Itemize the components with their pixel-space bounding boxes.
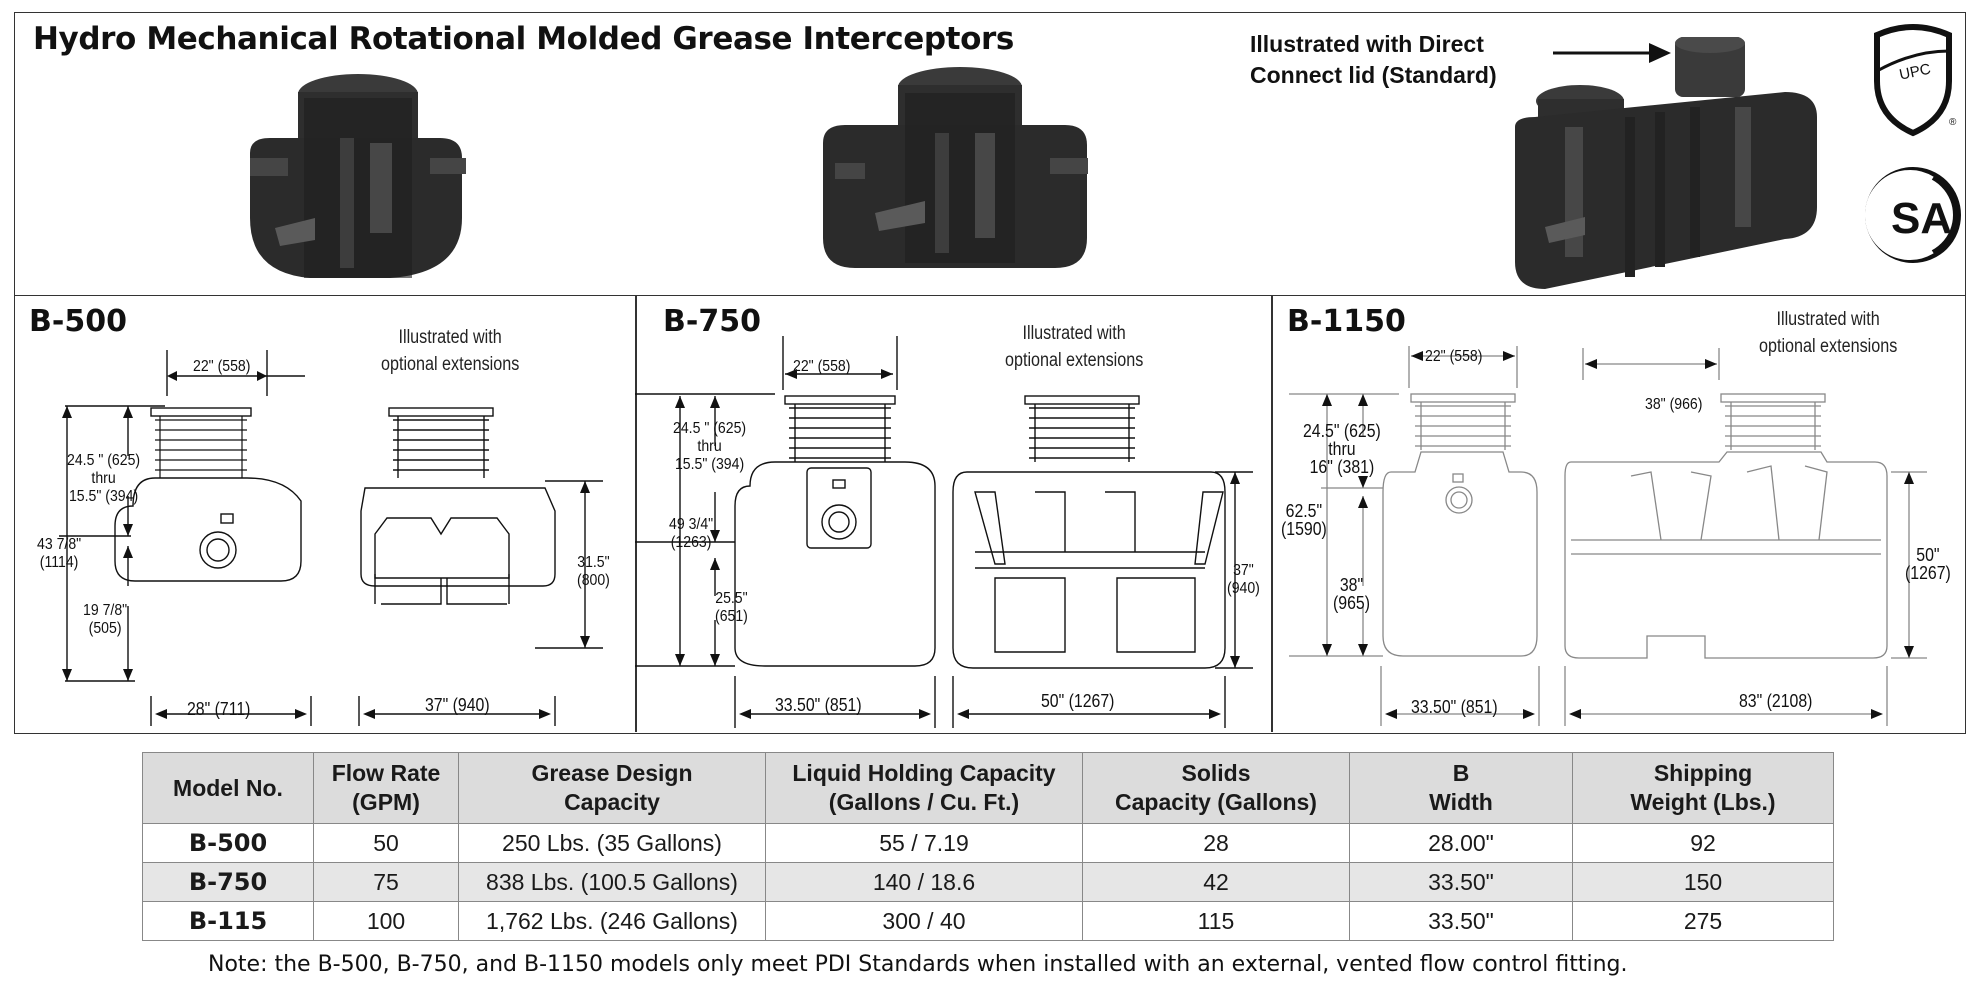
b1150-render-image [1515,37,1817,289]
b500-top-width-label: 22" (558) [193,358,251,375]
b750-body-height-label: 37"(940) [1227,562,1260,597]
b750-length-label: 50" (1267) [1041,691,1115,711]
b500-title: B-500 [29,304,127,339]
b750-render-image [823,67,1088,268]
table-row: B-500 50 250 Lbs. (35 Gallons) 55 / 7.19… [142,823,1834,863]
b500-width-label: 28" (711) [187,699,251,719]
upc-certification-logo: UPC ® [1874,24,1957,137]
b1150-inlet-height-label: 38"(965) [1333,575,1370,613]
product-renderings-panel: Hydro Mechanical Rotational Molded Greas… [14,12,1966,296]
b500-total-height-label: 43 7/8"(1114) [37,536,82,571]
header-liquid-capacity: Liquid Holding Capacity(Gallons / Cu. Ft… [765,752,1083,824]
b500-extensions-note: Illustrated with optional extensions [381,327,520,375]
table-row: B-750 75 838 Lbs. (100.5 Gallons) 140 / … [142,862,1834,902]
panel-divider [1271,296,1273,732]
header-model-no: Model No. [142,752,314,824]
callout-arrow-icon [1553,43,1671,63]
b750-inlet-height-label: 25.5"(651) [715,590,748,625]
csa-logo-text: SA [1891,194,1952,243]
b1150-extensions-note: Illustrated with optional extensions [1759,309,1898,357]
b500-length-label: 37" (940) [425,695,490,715]
b1150-body-height-label: 50"(1267) [1905,545,1951,583]
b750-dimension-drawing [635,336,1253,728]
panel-divider [635,296,637,732]
b750-top-width-label: 22" (558) [793,358,851,375]
page-title: Hydro Mechanical Rotational Molded Greas… [33,21,1014,57]
dimension-drawings-panel: B-500 Illustrated with optional extensio… [14,296,1966,734]
b500-render-image [250,74,466,278]
b1150-span-label: 38" (966) [1645,396,1703,413]
callout-line-2: Connect lid (Standard) [1250,62,1497,88]
b750-extensions-note: Illustrated with optional extensions [1005,323,1144,371]
pdi-standards-footnote: Note: the B-500, B-750, and B-1150 model… [208,952,1628,977]
b500-inlet-height-label: 19 7/8"(505) [83,602,128,637]
b750-width-label: 33.50" (851) [775,695,862,715]
b1150-title: B-1150 [1287,304,1406,339]
callout-line-1: Illustrated with Direct [1250,31,1484,57]
direct-connect-lid-callout: Illustrated with Direct Connect lid (Sta… [1250,29,1497,91]
b1150-top-width-label: 22" (558) [1425,348,1483,365]
b750-total-height-label: 49 3/4"(1263) [669,516,714,551]
b500-dimension-drawing [59,350,603,726]
b500-body-height-label: 31.5"(800) [577,554,610,589]
b1150-length-label: 83" (2108) [1739,691,1813,711]
b1150-width-label: 33.50" (851) [1411,697,1498,717]
b1150-total-height-label: 62.5"(1590) [1281,501,1327,539]
csa-certification-logo: SA [1865,167,1961,263]
b750-title: B-750 [663,304,761,339]
upc-logo-text: UPC [1898,60,1933,83]
b1150-dimension-drawing [1289,346,1927,726]
table-row: B-115 100 1,762 Lbs. (246 Gallons) 300 /… [142,901,1834,941]
svg-text:®: ® [1949,117,1957,128]
header-flow-rate: Flow Rate(GPM) [313,752,459,824]
